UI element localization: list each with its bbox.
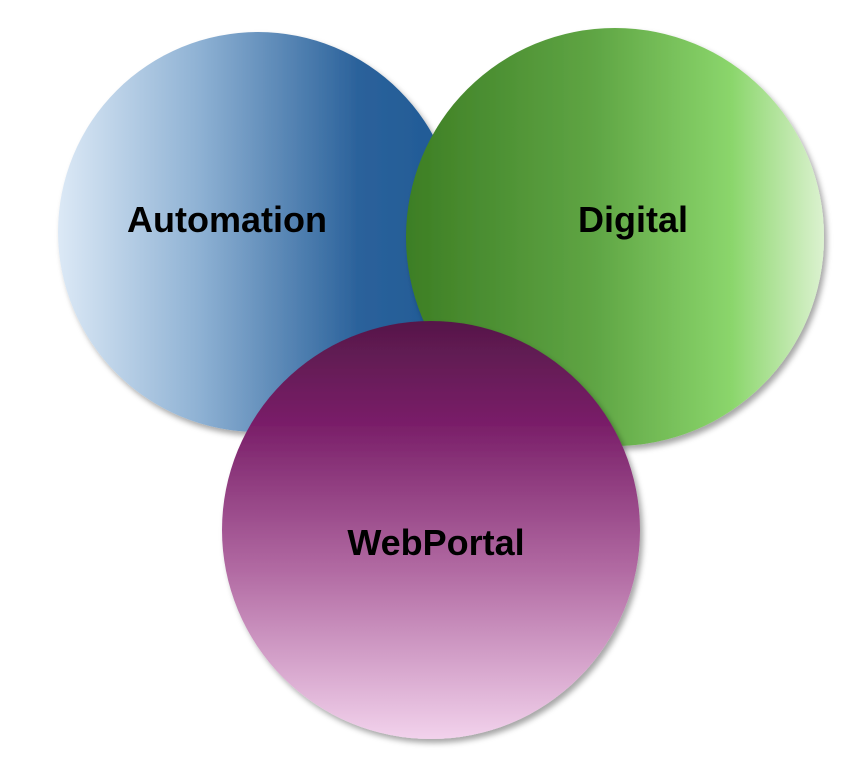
label-digital: Digital bbox=[578, 199, 688, 240]
label-automation: Automation bbox=[127, 199, 327, 240]
label-webportal: WebPortal bbox=[347, 522, 524, 563]
circle-webportal: WebPortal bbox=[222, 321, 640, 739]
circle-automation: Automation bbox=[58, 32, 458, 432]
